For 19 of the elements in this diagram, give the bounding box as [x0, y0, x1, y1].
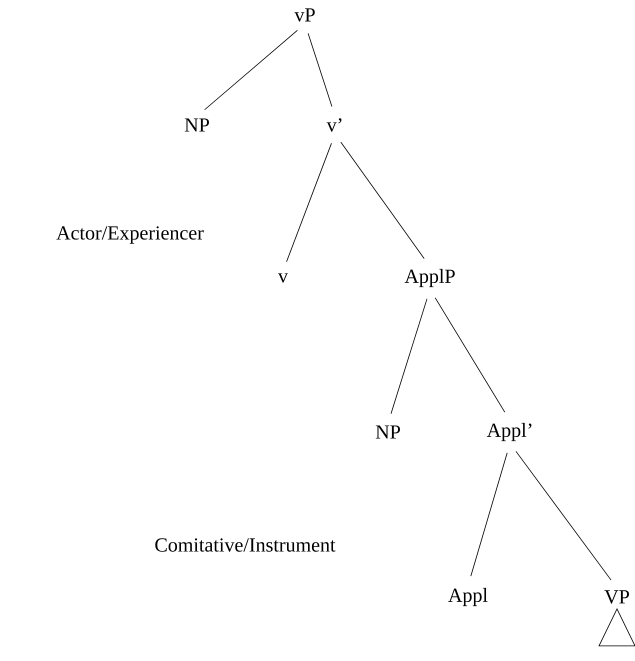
tree-branch — [516, 450, 612, 580]
tree-label: v — [278, 273, 288, 283]
tree-label: Appl — [448, 588, 488, 606]
tree-label: v’ — [326, 118, 342, 132]
tree-label: NP — [184, 118, 209, 132]
tree-label: VP — [604, 590, 629, 604]
tree-branch — [204, 30, 298, 110]
tree-label: NP — [376, 425, 400, 439]
tree-label: Appl’ — [486, 422, 532, 442]
tree-label: ApplP — [404, 268, 455, 288]
tree-branch — [340, 142, 425, 259]
tree-branch — [390, 298, 428, 414]
tree-branch — [470, 452, 508, 577]
tree-branch — [434, 297, 506, 413]
role-label: Actor/Experiencer — [56, 226, 204, 244]
tree-branch — [308, 32, 332, 107]
tree-label: vP — [294, 8, 315, 22]
role-label: Comitative/Instrument — [155, 538, 336, 552]
tree-branch — [286, 142, 332, 262]
